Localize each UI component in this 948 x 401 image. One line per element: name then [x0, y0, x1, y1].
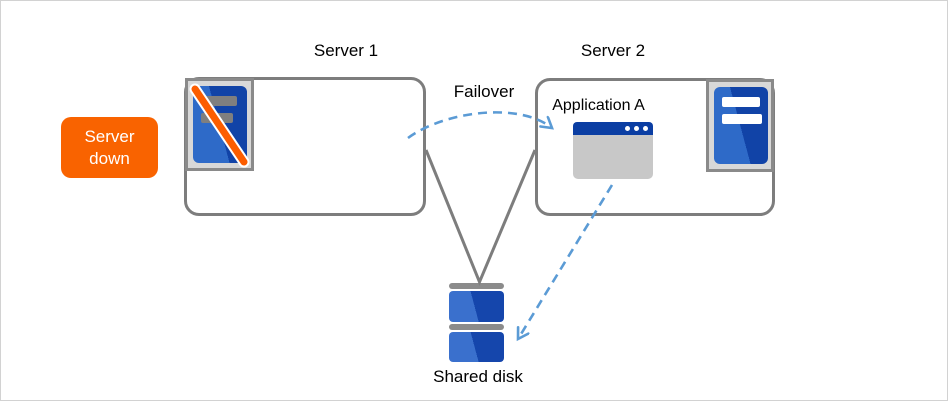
application-label: Application A: [552, 97, 645, 114]
app-window-body: [573, 135, 653, 179]
server-icon: [706, 79, 774, 172]
disk-platter: [449, 291, 504, 322]
app-window-icon: [573, 122, 653, 179]
server2-label: Server 2: [580, 41, 646, 60]
failover-label: Failover: [453, 82, 515, 101]
window-dot-icon: [643, 126, 648, 131]
shared-disk-label: Shared disk: [433, 367, 523, 386]
server-down-badge: Server down: [61, 117, 158, 178]
down-stripe-icon: [189, 83, 250, 168]
shared-disk-icon: [449, 283, 504, 363]
server1-disk-line: [424, 149, 537, 286]
server-slot-bar: [722, 114, 762, 124]
server1-label: Server 1: [313, 41, 379, 60]
disk-platter: [449, 332, 504, 362]
failover-arrow: [407, 111, 552, 140]
window-dot-icon: [634, 126, 639, 131]
disk-cap: [449, 324, 504, 330]
server-chassis: [714, 87, 768, 164]
window-dot-icon: [625, 126, 630, 131]
disk-cap: [449, 283, 504, 289]
server-down-icon: [185, 78, 254, 171]
app-window-titlebar: [573, 122, 653, 135]
server-slot-bar: [201, 96, 237, 106]
server-slot-bar: [722, 97, 760, 107]
server-down-badge-label: Server down: [84, 127, 135, 168]
